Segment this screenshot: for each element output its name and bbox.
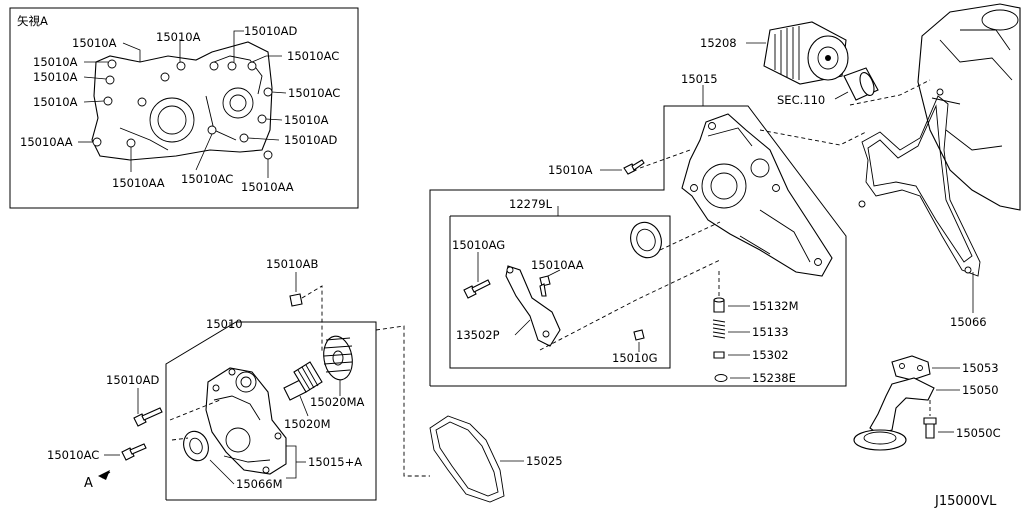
inset-gear-bore-inner [157, 105, 187, 135]
spring-15133 [712, 319, 726, 339]
label-15053: 15053 [962, 361, 999, 375]
label-15010AB: 15010AB [266, 257, 318, 271]
dash-bolt-gear [301, 285, 323, 352]
inset-relief-bore [222, 87, 254, 119]
inset-label-a15: 15010AA [241, 180, 294, 194]
inset-label-a3: 15010AD [244, 24, 297, 38]
oil-seal [630, 221, 662, 259]
label-15010AC: 15010AC [47, 448, 99, 462]
sec110-connector: SEC.110 [777, 67, 879, 107]
label-15302: 15302 [752, 348, 789, 362]
inset-gear-bore [149, 97, 195, 143]
gear-15020ma: 15020MA [310, 335, 365, 409]
label-15020MA: 15020MA [310, 395, 365, 409]
label-15015: 15015 [681, 72, 718, 86]
diagram-code: J15000VL [934, 494, 997, 509]
dash-filter-engine [849, 79, 931, 106]
inset-view-a: 矢視A [9, 7, 359, 209]
label-13502P: 13502P [456, 328, 500, 342]
group-15015: 15015 [429, 72, 847, 387]
inset-frame [9, 7, 359, 209]
label-15010A-cover: 15010A [548, 163, 593, 177]
label-15238E: 15238E [752, 371, 796, 385]
inset-bolt-holes [92, 59, 273, 160]
plug-15302 [713, 351, 725, 359]
label-view-a: A [84, 476, 93, 491]
inset-label-a4: 15010A [33, 55, 78, 69]
label-15208: 15208 [700, 36, 737, 50]
oil-pump-15010 [205, 367, 287, 475]
pickup-15050 [869, 377, 935, 435]
engine-block [917, 3, 1021, 211]
seal-15066m: 15066M [183, 430, 283, 491]
label-15010AG: 15010AG [452, 238, 505, 252]
inset-label-a2: 15010A [156, 30, 201, 44]
inset-label-a11: 15010AD [284, 133, 337, 147]
inset-label-a5: 15010AC [287, 49, 339, 63]
strainer-screen [853, 429, 907, 451]
label-sec110: SEC.110 [777, 93, 825, 107]
inset-label-a13: 15010AA [112, 176, 165, 190]
label-15050C: 15050C [956, 426, 1001, 440]
gasket-15025: 15025 [375, 325, 563, 503]
label-15066: 15066 [950, 315, 987, 329]
label-15010: 15010 [206, 317, 243, 331]
frame-15010 [165, 321, 377, 501]
label-15010AD: 15010AD [106, 373, 159, 387]
inset-title: 矢視A [17, 14, 48, 28]
inset-label-a7: 15010A [33, 95, 78, 109]
inset-label-a14: 15010AC [181, 172, 233, 186]
label-15020M: 15020M [284, 417, 331, 431]
dash-bolt-pump [639, 149, 691, 169]
dash-pump-bolts [169, 399, 221, 441]
inset-label-a6: 15010A [33, 70, 78, 84]
dash-pump-engine [759, 129, 867, 146]
inset-label-a1: 15010A [72, 36, 117, 50]
dash-seal-cover [659, 221, 721, 251]
label-15132M: 15132M [752, 299, 799, 313]
inset-relief-bore-inner [229, 94, 247, 112]
relief-valve: 15132M 15133 15302 15238E [712, 270, 799, 385]
oil-filter: 15208 [700, 21, 849, 85]
label-15010AA-bracket: 15010AA [531, 258, 584, 272]
label-15025: 15025 [526, 454, 563, 468]
ring-15238e [714, 374, 728, 382]
bolt-15010ad: 15010AD [106, 373, 163, 427]
bolt-15010a: 15010A [548, 159, 645, 177]
bolt-15010ac: 15010AC [47, 443, 147, 462]
inset-label-a8: 15010AC [288, 86, 340, 100]
inset-label-a9: 15010A [284, 113, 329, 127]
frame-12279l [449, 215, 671, 369]
label-15050: 15050 [962, 383, 999, 397]
view-arrow-a: A [84, 470, 111, 491]
view-arrow-head [98, 470, 110, 480]
label-15015A: 15015+A [308, 455, 362, 469]
inset-leaders [78, 30, 287, 178]
inset-label-a12: 15010AA [20, 135, 73, 149]
group-12279l: 12279L 15010AG 13502P 15010AA 15010G [449, 197, 721, 369]
pump-cover-bore [701, 163, 747, 209]
bracket-13502p [505, 265, 561, 347]
bolt-15010ab: 15010AB [266, 257, 323, 352]
dash-bracket-cover [539, 259, 721, 351]
group-15010: 15010 15020M 15020MA [165, 317, 377, 501]
label-15133: 15133 [752, 325, 789, 339]
gasket-15053 [891, 355, 931, 381]
label-15066M: 15066M [236, 477, 283, 491]
frame-15015 [429, 105, 847, 387]
oil-strainer: 15053 15050 15050C [853, 355, 1001, 451]
pump-cover-15015 [681, 113, 833, 277]
dash-pump-gasket [375, 325, 430, 477]
label-15010G: 15010G [612, 351, 658, 365]
gear-shaft-15020m: 15020M [283, 361, 331, 431]
label-12279L: 12279L [509, 197, 553, 211]
gasket-15066: 15066 [858, 88, 987, 329]
